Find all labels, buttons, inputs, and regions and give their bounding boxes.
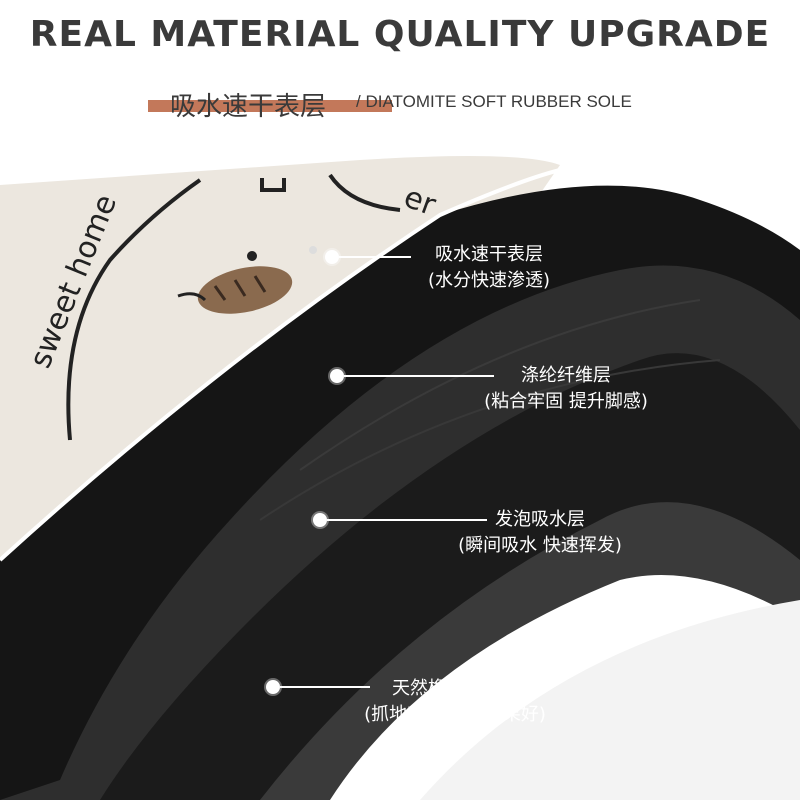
mat-print-arc: [66, 178, 202, 441]
layer-4-leader: [280, 686, 370, 688]
fiber-layer: [0, 199, 800, 800]
layer-2-marker: [330, 369, 344, 383]
layer-4-title: 天然橡胶防滑底: [392, 678, 518, 699]
layer-4-marker: [266, 680, 280, 694]
layer-4-detail: (抓地牢固 防滑效果好): [364, 704, 546, 725]
bread-icon: [197, 266, 293, 314]
layer-3-detail: (瞬间吸水 快速挥发): [458, 535, 622, 556]
page-title: REAL MATERIAL QUALITY UPGRADE: [29, 14, 771, 55]
layer-3-leader: [327, 519, 487, 521]
layer-2-leader: [344, 375, 494, 377]
layer-3-marker: [313, 513, 327, 527]
surface-layer: [0, 185, 800, 800]
layer-3-title: 发泡吸水层: [495, 509, 585, 530]
layer-1-callout: 吸水速干表层 (水分快速渗透): [414, 242, 564, 294]
layer-1-detail: (水分快速渗透): [427, 270, 551, 291]
subtitle-cn: 吸水速干表层: [170, 92, 327, 122]
layer-4-callout: 天然橡胶防滑底 (抓地牢固 防滑效果好): [345, 676, 565, 728]
accent-bar: [148, 100, 392, 112]
subtitle-en: / DIATOMITE SOFT RUBBER SOLE: [356, 92, 632, 111]
layer-3-callout: 发泡吸水层 (瞬间吸水 快速挥发): [440, 507, 640, 559]
layer-2-detail: (粘合牢固 提升脚感): [484, 391, 648, 412]
layer-1-marker: [325, 250, 339, 264]
layer-2-title: 涤纶纤维层: [521, 365, 611, 386]
layer-2-callout: 涤纶纤维层 (粘合牢固 提升脚感): [456, 363, 676, 415]
layer-1-leader: [339, 256, 411, 258]
layer-1-title: 吸水速干表层: [435, 244, 543, 265]
